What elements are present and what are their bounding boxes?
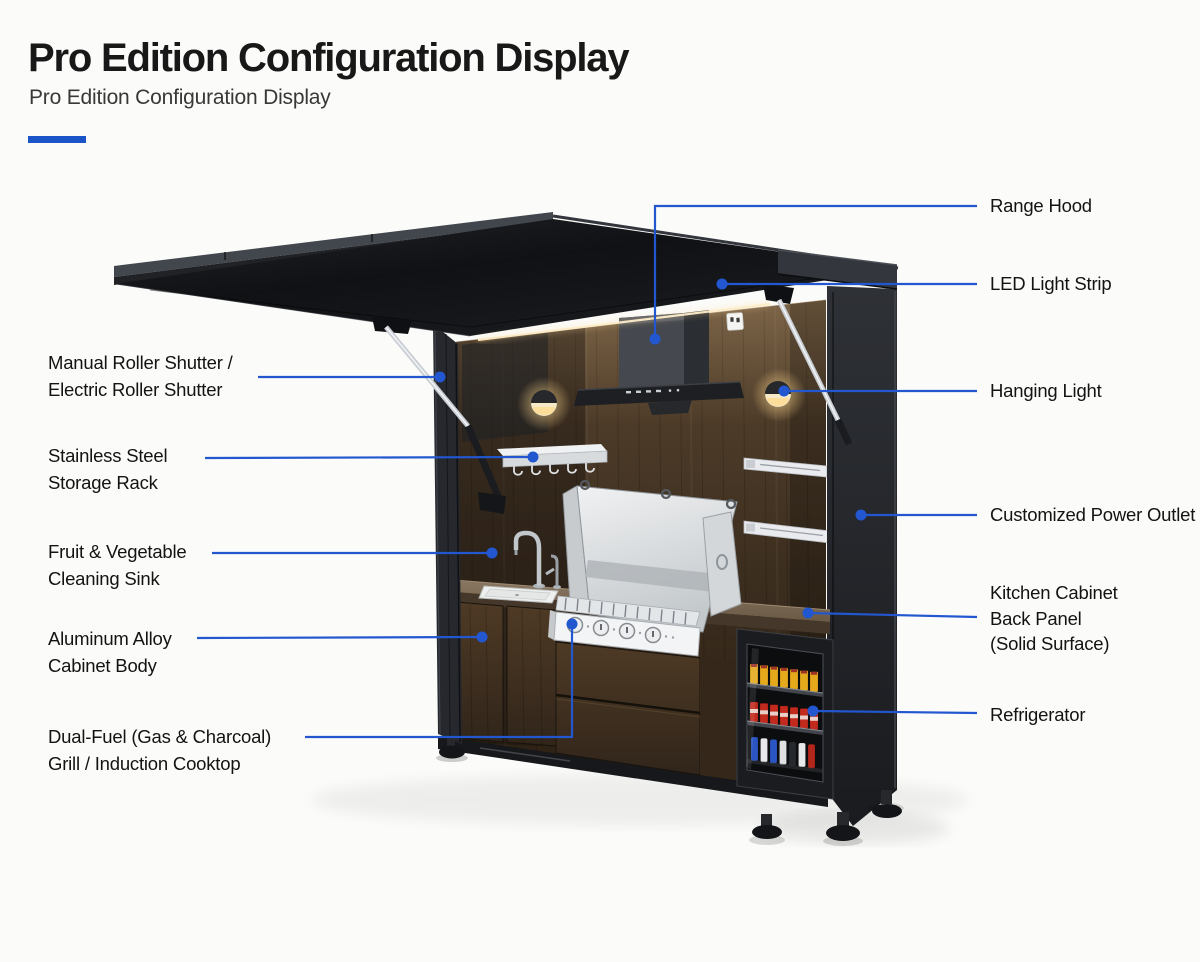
callout-label-cabinet-body: Aluminum Alloy Cabinet Body: [48, 628, 172, 676]
canopy-lid-graphic: [114, 212, 899, 344]
sink-graphic: [478, 585, 559, 604]
leader-dot-storage-rack: [527, 451, 539, 463]
hanging-light-right-graphic: [752, 368, 806, 422]
callout-label-led-strip: LED Light Strip: [990, 273, 1112, 294]
leader-dot-roller-shutter: [434, 371, 446, 383]
leader-dot-back-panel: [802, 607, 814, 619]
drawer-stack-graphic: [555, 641, 736, 780]
callout-label-roller-shutter: Manual Roller Shutter / Electric Roller …: [48, 352, 233, 400]
fridge-glass-reflection: [746, 648, 759, 770]
callout-label-range-hood: Range Hood: [990, 195, 1092, 216]
callout-label-power-outlet: Customized Power Outlet: [990, 504, 1196, 525]
leader-dot-range-hood: [649, 333, 661, 345]
refrigerator-graphic: [736, 628, 834, 800]
leveling-feet-graphic: [826, 790, 902, 841]
leader-storage-rack: [204, 455, 534, 460]
leader-dot-cleaning-sink: [486, 547, 498, 559]
leader-refrigerator: [812, 709, 978, 715]
leader-dot-led-strip: [716, 278, 728, 290]
gas-strut-right-graphic: [763, 284, 853, 446]
accent-bar: [28, 136, 86, 143]
page-subtitle: Pro Edition Configuration Display: [29, 86, 331, 109]
hanging-light-left-graphic: [517, 377, 571, 431]
drawer-slide-rails-graphic: [743, 457, 831, 544]
led-strip-graphic: [477, 300, 771, 344]
leader-grill: [305, 624, 574, 739]
leader-dot-refrigerator: [807, 705, 819, 717]
wall-power-outlet-graphic: [726, 312, 744, 331]
fridge-bottles-bottom: [750, 736, 816, 769]
leader-back-panel: [807, 611, 978, 619]
page-title: Pro Edition Configuration Display: [28, 36, 630, 80]
callout-label-cleaning-sink: Fruit & Vegetable Cleaning Sink: [48, 541, 187, 589]
leader-dot-grill: [566, 618, 578, 630]
tower-cap-graphic: [777, 249, 898, 290]
callout-label-refrigerator: Refrigerator: [990, 704, 1086, 725]
side-tower-graphic: [823, 286, 904, 846]
gas-strut-left-graphic: [372, 317, 506, 514]
callout-label-back-panel: Kitchen Cabinet Back Panel (Solid Surfac…: [990, 582, 1118, 654]
base-plinth-graphic: [436, 736, 828, 845]
callout-label-storage-rack: Stainless Steel Storage Rack: [48, 445, 168, 493]
callout-lines: [196, 204, 978, 739]
rack-hooks-graphic: [513, 463, 595, 476]
cabinet-doors-graphic: [455, 601, 557, 747]
faucet-graphic: [513, 530, 561, 589]
leader-cabinet-body: [196, 635, 483, 640]
leader-dot-power-outlet: [855, 509, 867, 521]
callout-label-hanging-light: Hanging Light: [990, 380, 1102, 401]
leader-dot-hanging-light: [778, 385, 790, 397]
callout-label-grill: Dual-Fuel (Gas & Charcoal) Grill / Induc…: [48, 726, 272, 774]
leader-range-hood: [653, 204, 977, 339]
grill-graphic: [548, 479, 742, 657]
leader-dot-cabinet-body: [476, 631, 488, 643]
